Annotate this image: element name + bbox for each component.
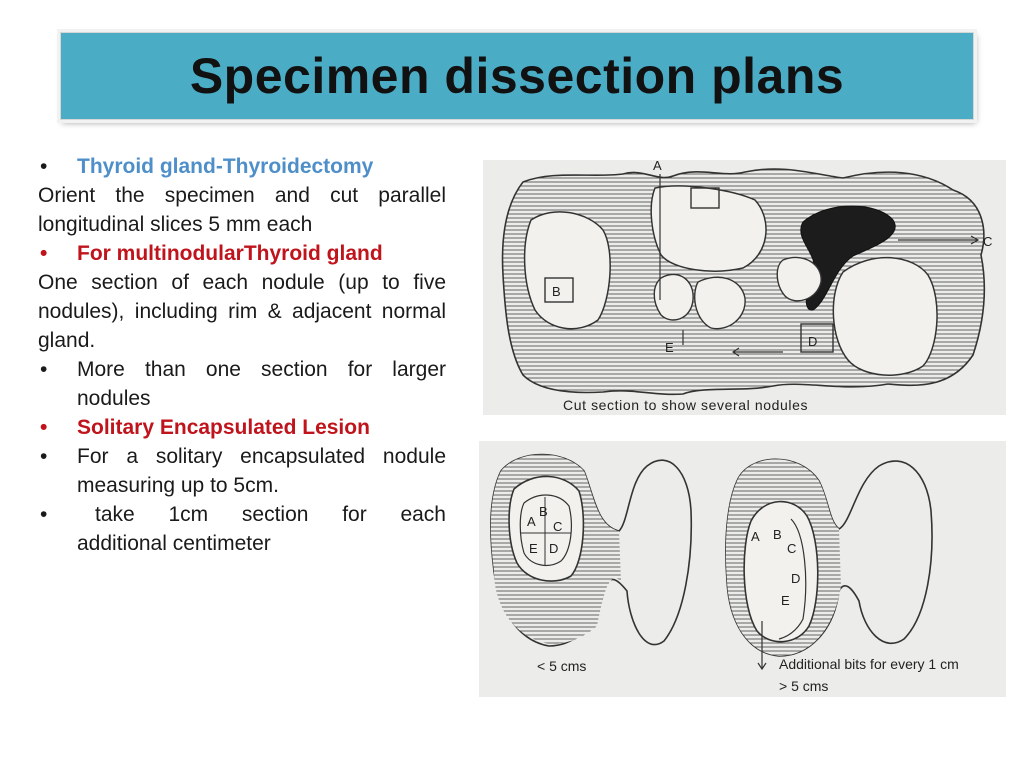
orient-paragraph: Orient the specimen and cut parallel lon… [38,184,446,236]
bullet-additional-rest: additional centimeter [77,532,271,555]
figure-top-caption: Cut section to show several nodules [563,397,808,413]
heading-thyroidectomy: • Thyroid gland-Thyroidectomy [38,152,446,181]
left-label-c: C [553,519,562,534]
word: take [95,503,135,526]
slide-title: Specimen dissection plans [189,48,845,104]
multinodular-thyroid-figure: A B C D E Cut section to show several no… [483,160,1006,415]
right-label-d: D [791,571,800,586]
nodule-d [832,256,938,376]
bullet-larger-nodules: • More than one section for larger nodul… [38,355,446,413]
title-banner: Specimen dissection plans [60,32,974,120]
bullet-icon: • [40,155,48,178]
nodule-a [650,185,767,272]
bullet-larger-nodules-text: More than one section for larger nodules [77,358,446,410]
small-nodule-2 [694,276,746,330]
heading-multinodular-text: For multinodularThyroid gland [77,242,383,265]
bullet-icon: • [40,445,48,468]
section-box-a [690,187,720,209]
bullet-icon: • [40,358,48,381]
left-label-a: A [527,514,536,529]
solitary-lesion-figure: A B C E D < 5 cms A B C D E Additional b… [479,441,1006,697]
small-nodule-3 [776,256,822,302]
right-nodule [743,500,819,643]
nodule-b [523,211,611,330]
bullet-icon: • [40,242,48,265]
section-box-b [544,277,574,303]
solitary-diagram: A B C E D < 5 cms A B C D E Additional b… [490,453,959,694]
nodule-paragraph: One section of each nodule (up to five n… [38,271,446,352]
bullet-additional-words: take 1cm section for each [77,500,446,529]
right-label-b: B [773,527,782,542]
text-column: • Thyroid gland-Thyroidectomy Orient the… [38,152,446,558]
heading-solitary: • Solitary Encapsulated Lesion [38,413,446,442]
left-label-d: D [549,541,558,556]
heading-thyroidectomy-text: Thyroid gland-Thyroidectomy [77,155,374,178]
right-label-e: E [781,593,790,608]
caption-right-1: Additional bits for every 1 cm [779,656,959,672]
section-box-d [800,323,834,353]
word: for [342,503,367,526]
caption-left: < 5 cms [537,658,586,674]
label-e: E [665,340,674,355]
bullet-additional-section: • take 1cm section for each additional c… [38,500,446,558]
multinodular-diagram: A B C D E Cut section to show several no… [501,160,992,413]
bullet-solitary-nodule: • For a solitary encapsulated nodule mea… [38,442,446,500]
left-label-e: E [529,541,538,556]
bullet-solitary-nodule-text: For a solitary encapsulated nodule measu… [77,445,446,497]
label-b: B [552,284,561,299]
right-label-a: A [751,529,760,544]
caption-right-2: > 5 cms [779,678,828,694]
left-label-b: B [539,504,548,519]
bullet-icon: • [40,503,48,526]
word: 1cm [168,503,209,526]
label-c: C [983,234,992,249]
heading-solitary-text: Solitary Encapsulated Lesion [77,416,370,439]
bullet-icon: • [40,416,48,439]
label-a: A [653,160,662,173]
heading-multinodular: • For multinodularThyroid gland [38,239,446,268]
small-nodule-1 [653,273,694,321]
word: section [241,503,309,526]
word: each [400,503,446,526]
label-d: D [808,334,817,349]
right-label-c: C [787,541,796,556]
